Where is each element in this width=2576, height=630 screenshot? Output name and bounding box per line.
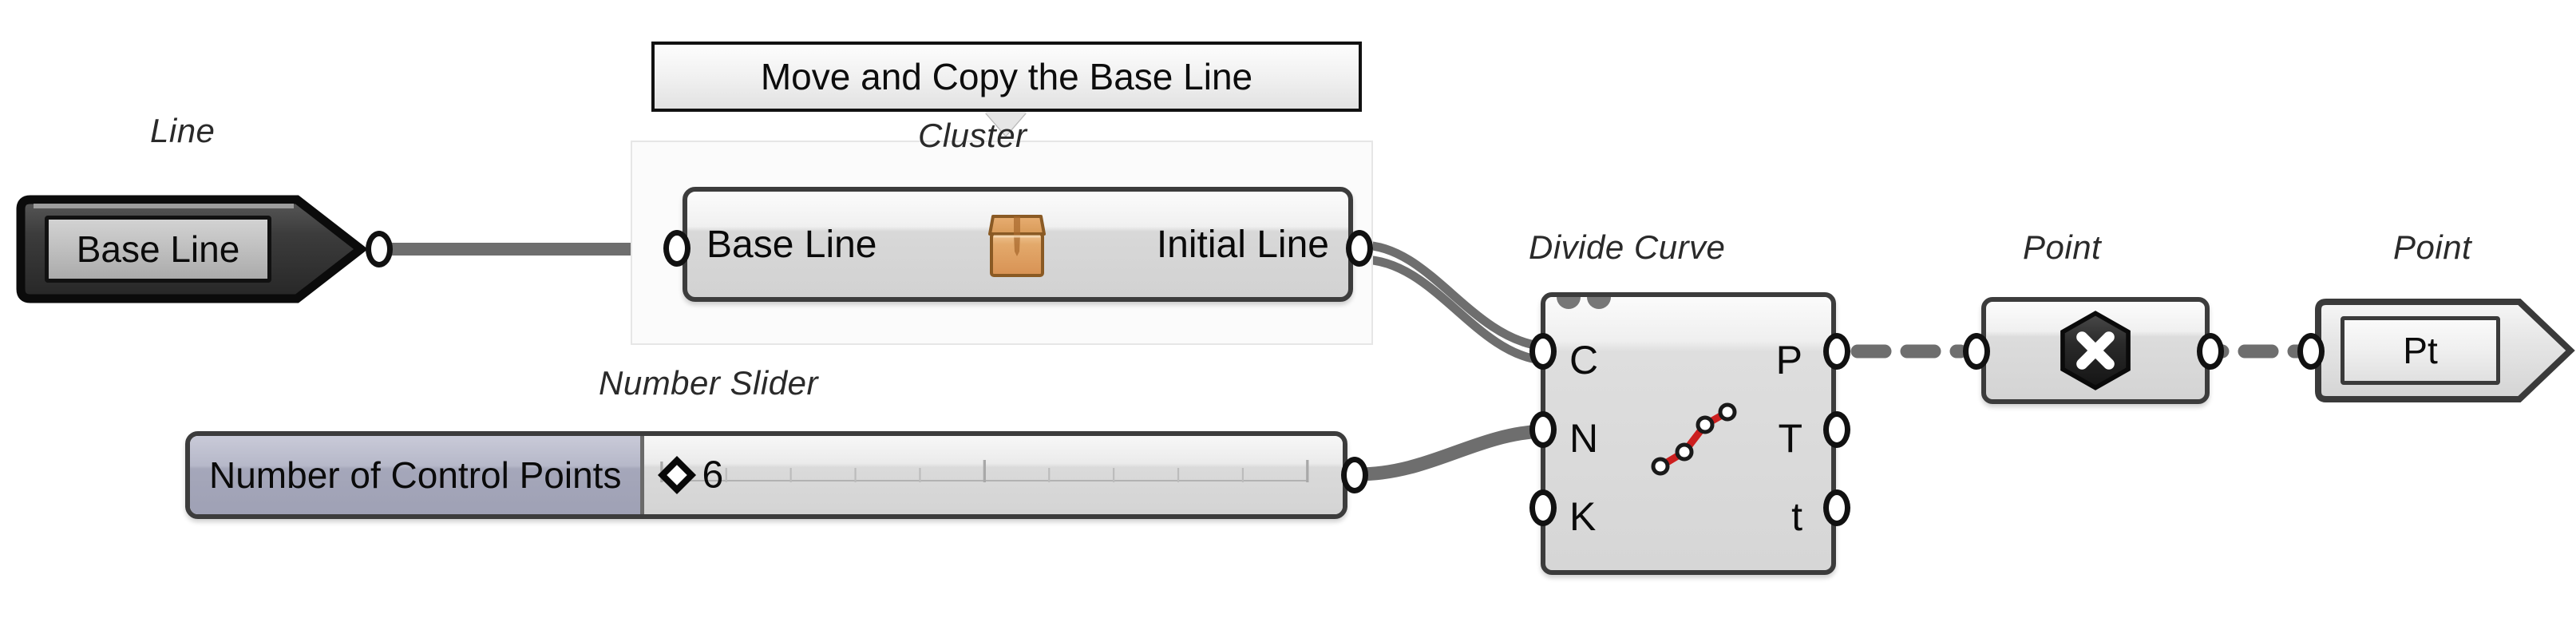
data-match-bump-1 — [1557, 297, 1581, 309]
divide-curve-node[interactable]: C N K P T t — [1541, 292, 1836, 575]
cluster-output-port[interactable] — [1346, 230, 1373, 267]
cluster-input-port[interactable] — [663, 230, 690, 267]
pt-param-node[interactable]: Pt — [2313, 297, 2576, 404]
divide-curve-port-c[interactable] — [1529, 333, 1557, 370]
point-param-output-port[interactable] — [2197, 333, 2224, 370]
polyline-curve-icon — [1651, 402, 1737, 476]
cluster-node[interactable]: Base Line — [683, 187, 1353, 302]
divide-curve-port-n[interactable] — [1529, 411, 1557, 448]
divide-curve-output-t-upper: T — [1778, 416, 1802, 461]
divide-curve-input-n: N — [1569, 416, 1599, 461]
cluster-output-label: Initial Line — [1156, 223, 1329, 266]
wire-cluster-to-divide-c-b — [1357, 255, 1545, 365]
divide-curve-caption: Divide Curve — [1529, 228, 1726, 266]
point-param-node[interactable] — [1981, 297, 2210, 404]
slider-value[interactable]: 6 — [702, 454, 724, 497]
point-param-input-port[interactable] — [1963, 333, 1990, 370]
base-line-output-port[interactable] — [366, 231, 393, 267]
data-match-bump-2 — [1587, 297, 1611, 309]
divide-curve-input-k: K — [1569, 494, 1597, 539]
slider-name-label: Number of Control Points — [209, 454, 622, 496]
number-slider-node[interactable]: Number of Control Points 6 — [185, 431, 1347, 519]
pt-param-input-port[interactable] — [2297, 333, 2325, 370]
cluster-group-caption: Cluster — [918, 117, 1027, 154]
pt-inner-box: Pt — [2341, 316, 2500, 385]
callout-box: Move and Copy the Base Line — [651, 42, 1362, 112]
hexagon-x-icon — [2060, 311, 2131, 390]
divide-curve-port-t-upper[interactable] — [1823, 411, 1850, 448]
divide-curve-output-p: P — [1775, 338, 1802, 382]
slider-name-panel[interactable]: Number of Control Points — [190, 436, 645, 514]
base-line-inner-box: Base Line — [45, 216, 271, 283]
base-line-label: Base Line — [76, 228, 240, 270]
base-line-param-node[interactable]: Base Line — [16, 195, 367, 303]
callout-text: Move and Copy the Base Line — [760, 56, 1253, 97]
slider-track[interactable]: 6 — [644, 436, 1343, 514]
point-param-caption: Point — [2023, 228, 2102, 266]
cluster-input-label: Base Line — [706, 223, 877, 266]
wire-slider-to-divide-n — [1350, 424, 1548, 481]
slider-output-port[interactable] — [1341, 457, 1368, 493]
divide-curve-port-t-lower[interactable] — [1823, 489, 1850, 526]
pt-param-caption: Point — [2393, 228, 2472, 266]
base-line-caption: Line — [150, 112, 216, 149]
divide-curve-port-k[interactable] — [1529, 489, 1557, 526]
pt-label: Pt — [2403, 330, 2438, 371]
slider-ticks — [660, 460, 1309, 482]
cardboard-box-icon — [987, 210, 1047, 279]
number-slider-caption: Number Slider — [599, 364, 818, 402]
wire-cluster-to-divide-c-a — [1357, 240, 1544, 351]
callout-tail — [985, 112, 1027, 136]
divide-curve-output-t-lower: t — [1791, 494, 1802, 539]
divide-curve-input-c: C — [1569, 338, 1599, 382]
divide-curve-port-p[interactable] — [1823, 333, 1850, 370]
